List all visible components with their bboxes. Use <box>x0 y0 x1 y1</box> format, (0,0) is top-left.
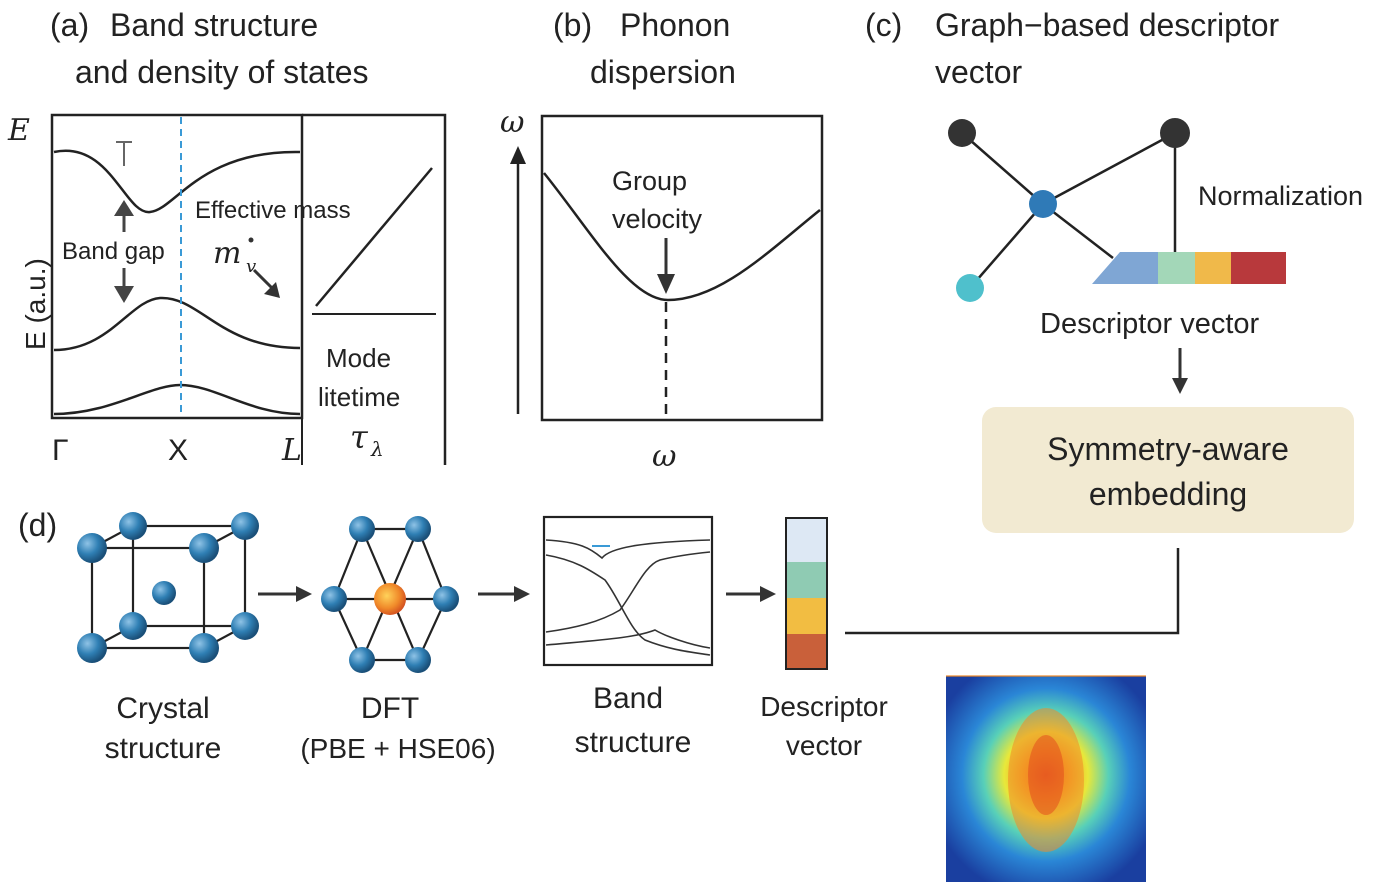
embedding-label-line1: Symmetry-aware <box>1047 431 1289 467</box>
embedding-heatmap <box>946 675 1146 882</box>
arrow-up-icon <box>114 200 134 216</box>
graph-node-center <box>1029 190 1057 218</box>
dft-atoms <box>321 516 459 673</box>
t-marker-icon <box>116 141 132 166</box>
mode-label-line1: Mode <box>326 343 391 373</box>
panel-d: (d) Crystal structure <box>18 507 1146 882</box>
panel-b-label: (b) <box>553 7 592 43</box>
phonon-x-symbol: ω <box>652 439 676 474</box>
panel-b: (b) Phonon dispersion ω Group velocity ω <box>500 7 824 474</box>
lower-band <box>53 383 301 416</box>
dos-line <box>315 167 433 307</box>
panel-b-title-line2: dispersion <box>590 54 736 90</box>
panel-c: (c) Graph−based descriptor vector Normal… <box>845 7 1363 635</box>
panel-b-title-line1: Phonon <box>620 7 730 43</box>
tick-gamma: Γ <box>52 434 69 467</box>
arrow-down-icon <box>657 274 675 294</box>
graph-node <box>1160 118 1190 148</box>
crystal-atoms <box>77 512 259 663</box>
graph-node <box>948 119 976 147</box>
embedding-box <box>982 407 1354 533</box>
phonon-dispersion-curve <box>543 172 821 302</box>
arrow-down-icon <box>114 286 134 303</box>
vector-segment <box>1195 252 1231 284</box>
arrow-down-icon <box>1172 378 1188 394</box>
mass-symbol: m <box>213 236 241 271</box>
graph-node-leaf <box>956 274 984 302</box>
group-velocity-line2: velocity <box>612 204 703 234</box>
embedding-label-line2: embedding <box>1089 476 1247 512</box>
effective-mass-arrow <box>252 268 274 290</box>
panel-a-label: (a) <box>50 7 89 43</box>
graph-edge <box>1042 131 1176 206</box>
panel-d-label: (d) <box>18 507 57 543</box>
panel-a-title-line1: Band structure <box>110 7 318 43</box>
panel-c-title-line1: Graph−based descriptor <box>935 7 1280 43</box>
panel-c-title-line2: vector <box>935 54 1022 90</box>
step2-label-line1: DFT <box>361 692 419 725</box>
embedding-connector-line <box>845 548 1180 635</box>
arrow-right-icon <box>296 586 312 602</box>
vector-segment <box>1092 252 1158 284</box>
arrow-right-icon <box>760 586 776 602</box>
normalization-label: Normalization <box>1198 181 1363 211</box>
mode-label-line2: litetime <box>318 382 400 412</box>
effective-mass-label: Effective mass <box>195 197 351 224</box>
tick-x: X <box>168 434 188 467</box>
descriptor-vector-label: Descriptor vector <box>1040 308 1260 340</box>
panel-a-title-line2: and density of states <box>75 54 369 90</box>
step3-label-line1: Band <box>593 682 663 715</box>
tau-subscript: λ <box>370 437 384 461</box>
graph-edge <box>961 132 1044 205</box>
dos-frame <box>302 113 447 465</box>
arrow-diag-icon <box>264 282 280 298</box>
phonon-y-symbol: ω <box>500 105 524 140</box>
band-gap-label: Band gap <box>62 238 165 265</box>
mass-subscript: v <box>246 256 256 277</box>
graph-edge <box>1042 203 1114 259</box>
step1-label-line1: Crystal <box>116 692 209 725</box>
descriptor-vector-column <box>785 517 828 670</box>
arrow-right-icon <box>514 586 530 602</box>
panel-a: (a) Band structure and density of states… <box>7 7 447 468</box>
step1-label-line2: structure <box>105 732 222 765</box>
group-velocity-line1: Group <box>612 166 687 196</box>
conduction-band <box>53 149 301 214</box>
arrow-up-icon <box>510 146 526 164</box>
band-structure-frame <box>50 113 304 420</box>
vector-segment <box>1231 252 1286 284</box>
tick-l: L <box>281 433 302 468</box>
y-axis-letter-e: E <box>7 113 30 148</box>
panel-c-label: (c) <box>865 7 902 43</box>
vector-segment <box>1158 252 1195 284</box>
center-atom <box>374 583 406 615</box>
y-axis-label: E (a.u.) <box>20 258 51 350</box>
step2-label-line2: (PBE + HSE06) <box>300 733 495 764</box>
step3-label-line2: structure <box>575 726 692 759</box>
valence-band <box>53 296 301 352</box>
phonon-frame <box>540 114 824 422</box>
tau-symbol: τ <box>350 418 369 456</box>
mass-star-icon <box>248 237 254 243</box>
step4-label-line2: vector <box>786 730 862 761</box>
mini-bands <box>545 539 711 656</box>
step4-label-line1: Descriptor <box>760 691 888 722</box>
graph-edge <box>969 203 1044 289</box>
